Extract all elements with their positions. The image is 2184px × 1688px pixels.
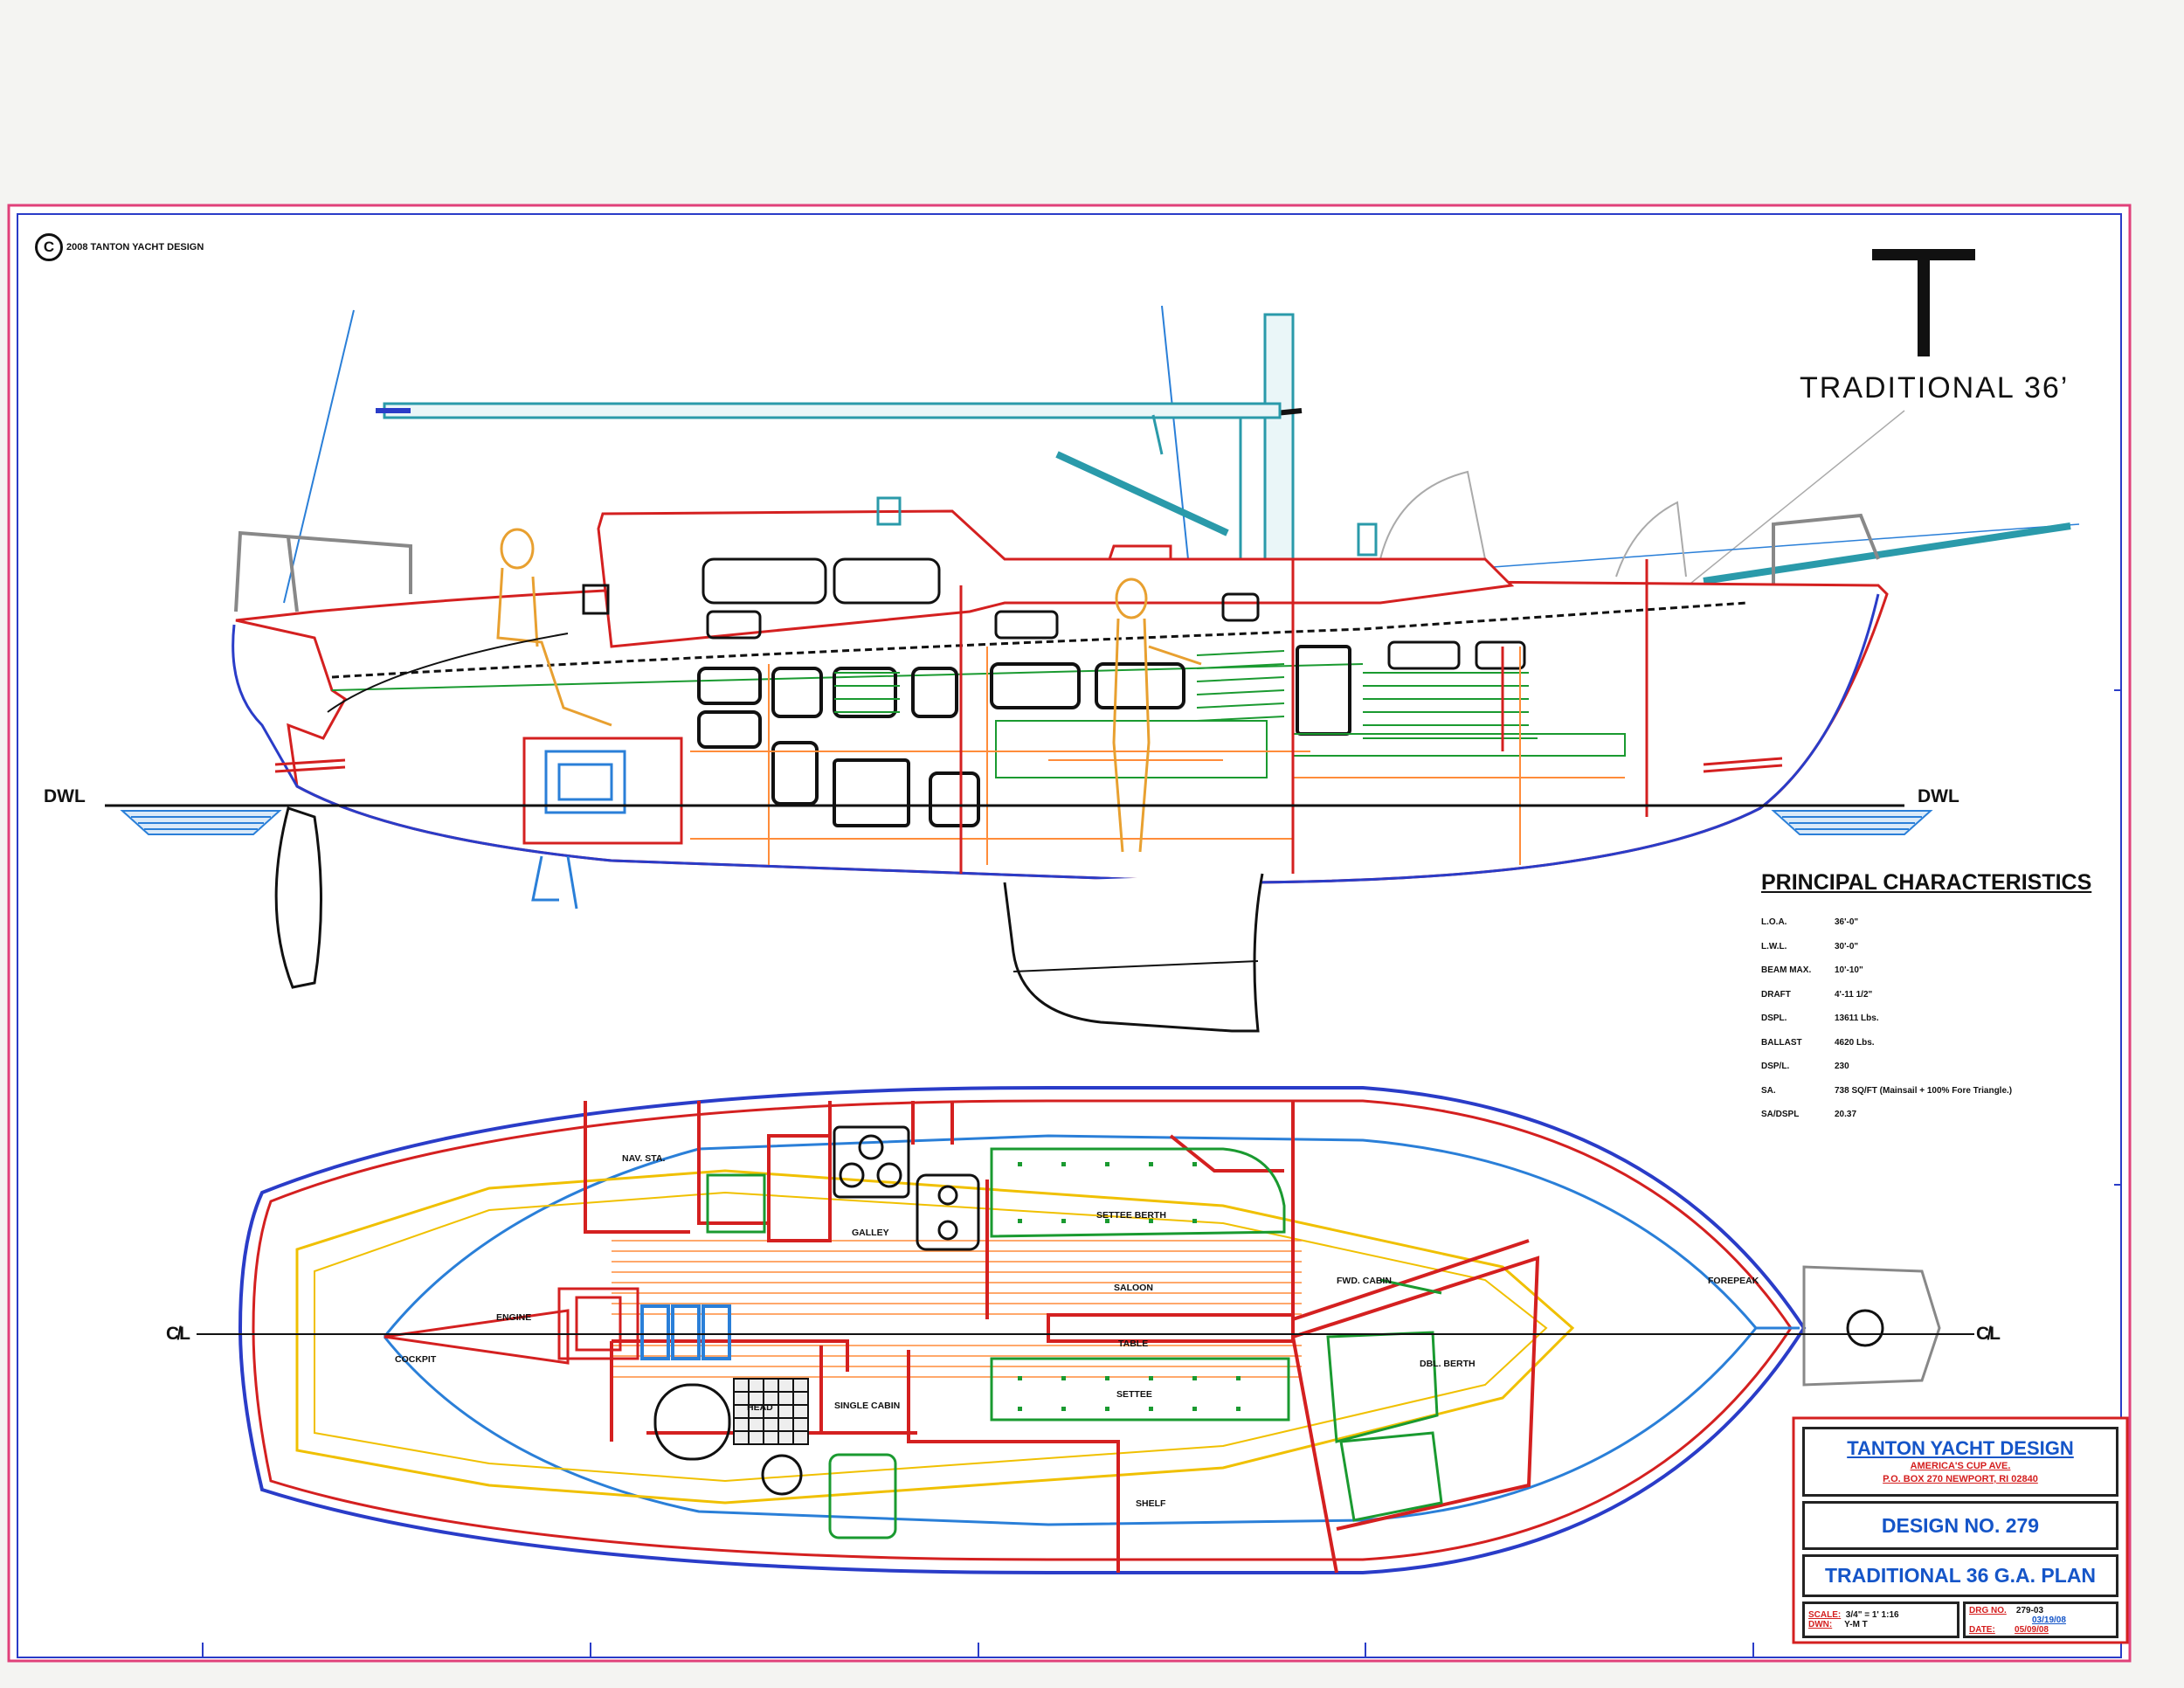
drawn-label: DWN: (1808, 1620, 1833, 1629)
address-line-2: P.O. BOX 270 NEWPORT, RI 02840 (1883, 1474, 2038, 1484)
zone-ticks (202, 689, 2121, 1657)
title-block-firm: TANTON YACHT DESIGN AMERICA'S CUP AVE. P… (1802, 1427, 2118, 1497)
pc-key: BEAM MAX. (1761, 965, 1812, 976)
dwl-label-left: DWL (44, 786, 86, 806)
address-line-1: AMERICA'S CUP AVE. (1910, 1461, 2011, 1471)
drawing-title: TRADITIONAL 36’ (1800, 371, 2070, 405)
pc-value: 20.37 (1835, 1110, 1857, 1120)
cushion-buttons (1018, 1162, 1241, 1411)
label-settee-berth: SETTEE BERTH (1096, 1210, 1166, 1221)
date-value-2: 05/09/08 (2015, 1624, 2049, 1635)
title-block-frame (1792, 1416, 2129, 1644)
engine-block (557, 1287, 639, 1360)
centerline-label-left: C̸L (166, 1324, 190, 1344)
table-row: DRAFT 4'-11 1/2" (1761, 983, 2012, 1007)
copyright-text: 2008 TANTON YACHT DESIGN (66, 242, 204, 253)
date-label: DATE: (1969, 1624, 1995, 1635)
label-table: TABLE (1118, 1339, 1149, 1349)
pc-key: L.O.A. (1761, 917, 1787, 928)
waterline-marker-left (120, 810, 282, 835)
title-block-design-no: DESIGN NO. 279 (1802, 1501, 2118, 1550)
head-grid (733, 1378, 809, 1445)
stove-icon (833, 1125, 910, 1199)
label-dbl-berth: DBL. BERTH (1420, 1359, 1476, 1369)
pc-key: L.W.L. (1761, 941, 1787, 951)
table-row: L.O.A. 36'-0" (1761, 910, 2012, 935)
label-nav-station: NAV. STA. (622, 1153, 666, 1164)
title-block-drg: DRG NO. 279-03 03/19/08 DATE: 05/09/08 (1963, 1602, 2118, 1638)
firm-name: TANTON YACHT DESIGN (1847, 1437, 2074, 1459)
sole-planking (612, 1240, 1302, 1378)
label-settee: SETTEE (1116, 1389, 1152, 1400)
pc-value: 4620 Lbs. (1835, 1037, 1875, 1048)
pc-key: DSP/L. (1761, 1062, 1790, 1072)
centerline-label-right: C̸L (1976, 1324, 2001, 1344)
sink-icon (916, 1173, 980, 1251)
title-block-drawing-title: TRADITIONAL 36 G.A. PLAN (1802, 1554, 2118, 1597)
pc-value: 36'-0" (1835, 917, 1859, 928)
scale-label: SCALE: (1808, 1610, 1842, 1620)
label-engine: ENGINE (496, 1312, 532, 1323)
drawn-value: Y-M T (1844, 1620, 1868, 1629)
design-number: DESIGN NO. 279 (1881, 1513, 2040, 1537)
table-row: SA. 738 SQ/FT (Mainsail + 100% Fore Trian… (1761, 1079, 2012, 1103)
copyright: C 2008 TANTON YACHT DESIGN (35, 233, 204, 261)
pc-value: 10'-10" (1835, 965, 1863, 976)
plan-view (197, 1086, 1974, 1574)
pc-value: 738 SQ/FT (Mainsail + 100% Fore Triangle… (1835, 1085, 2013, 1096)
label-saloon: SALOON (1114, 1283, 1153, 1293)
table-row: DSPL. 13611 Lbs. (1761, 1007, 2012, 1031)
waterline-marker-right (1771, 810, 1933, 835)
label-forepeak: FOREPEAK (1708, 1276, 1759, 1286)
label-single-cabin: SINGLE CABIN (834, 1401, 901, 1411)
profile-view (105, 305, 2080, 1033)
dwl-label-right: DWL (1918, 786, 1959, 806)
pc-value: 13611 Lbs. (1835, 1013, 1879, 1024)
logo-t-icon (1872, 249, 1975, 356)
pc-key: SA/DSPL (1761, 1110, 1800, 1120)
pc-key: BALLAST (1761, 1037, 1802, 1048)
label-shelf: SHELF (1136, 1498, 1166, 1509)
pc-key: DRAFT (1761, 989, 1791, 1000)
table-row: BEAM MAX. 10'-10" (1761, 958, 2012, 983)
toilet-icon (653, 1383, 731, 1461)
principal-characteristics-heading: PRINCIPAL CHARACTERISTICS (1761, 870, 2092, 895)
drawing-name: TRADITIONAL 36 G.A. PLAN (1824, 1564, 2097, 1587)
title-block-scale: SCALE: 3/4" = 1' 1:16 DWN: Y-M T (1802, 1602, 1959, 1638)
drg-label: DRG NO. (1969, 1605, 2007, 1615)
label-cockpit: COCKPIT (395, 1354, 437, 1365)
pc-key: DSPL. (1761, 1013, 1787, 1024)
pc-value: 230 (1835, 1062, 1849, 1072)
table-outline (1047, 1313, 1295, 1343)
pc-value: 4'-11 1/2" (1835, 989, 1873, 1000)
table-row: DSP/L. 230 (1761, 1055, 2012, 1079)
pc-value: 30'-0" (1835, 941, 1859, 951)
table-row: L.W.L. 30'-0" (1761, 935, 2012, 959)
scale-value: 3/4" = 1' 1:16 (1845, 1610, 1899, 1620)
inner-border (17, 213, 2122, 1658)
label-fwd-cabin: FWD. CABIN (1337, 1276, 1392, 1286)
table-row: BALLAST 4620 Lbs. (1761, 1031, 2012, 1055)
principal-characteristics-table: L.O.A. 36'-0" L.W.L. 30'-0" BEAM MAX. 10'-1… (1761, 910, 2012, 1127)
label-galley: GALLEY (852, 1228, 889, 1238)
wheel-icon (761, 1454, 803, 1496)
table-row: SA/DSPL 20.37 (1761, 1103, 2012, 1127)
pc-key: SA. (1761, 1085, 1776, 1096)
date-value-1: 03/19/08 (2032, 1615, 2066, 1625)
label-head: HEAD (747, 1402, 773, 1413)
copyright-icon: C (35, 233, 63, 261)
battery-bank (640, 1304, 731, 1360)
drg-value: 279-03 (2015, 1605, 2044, 1615)
